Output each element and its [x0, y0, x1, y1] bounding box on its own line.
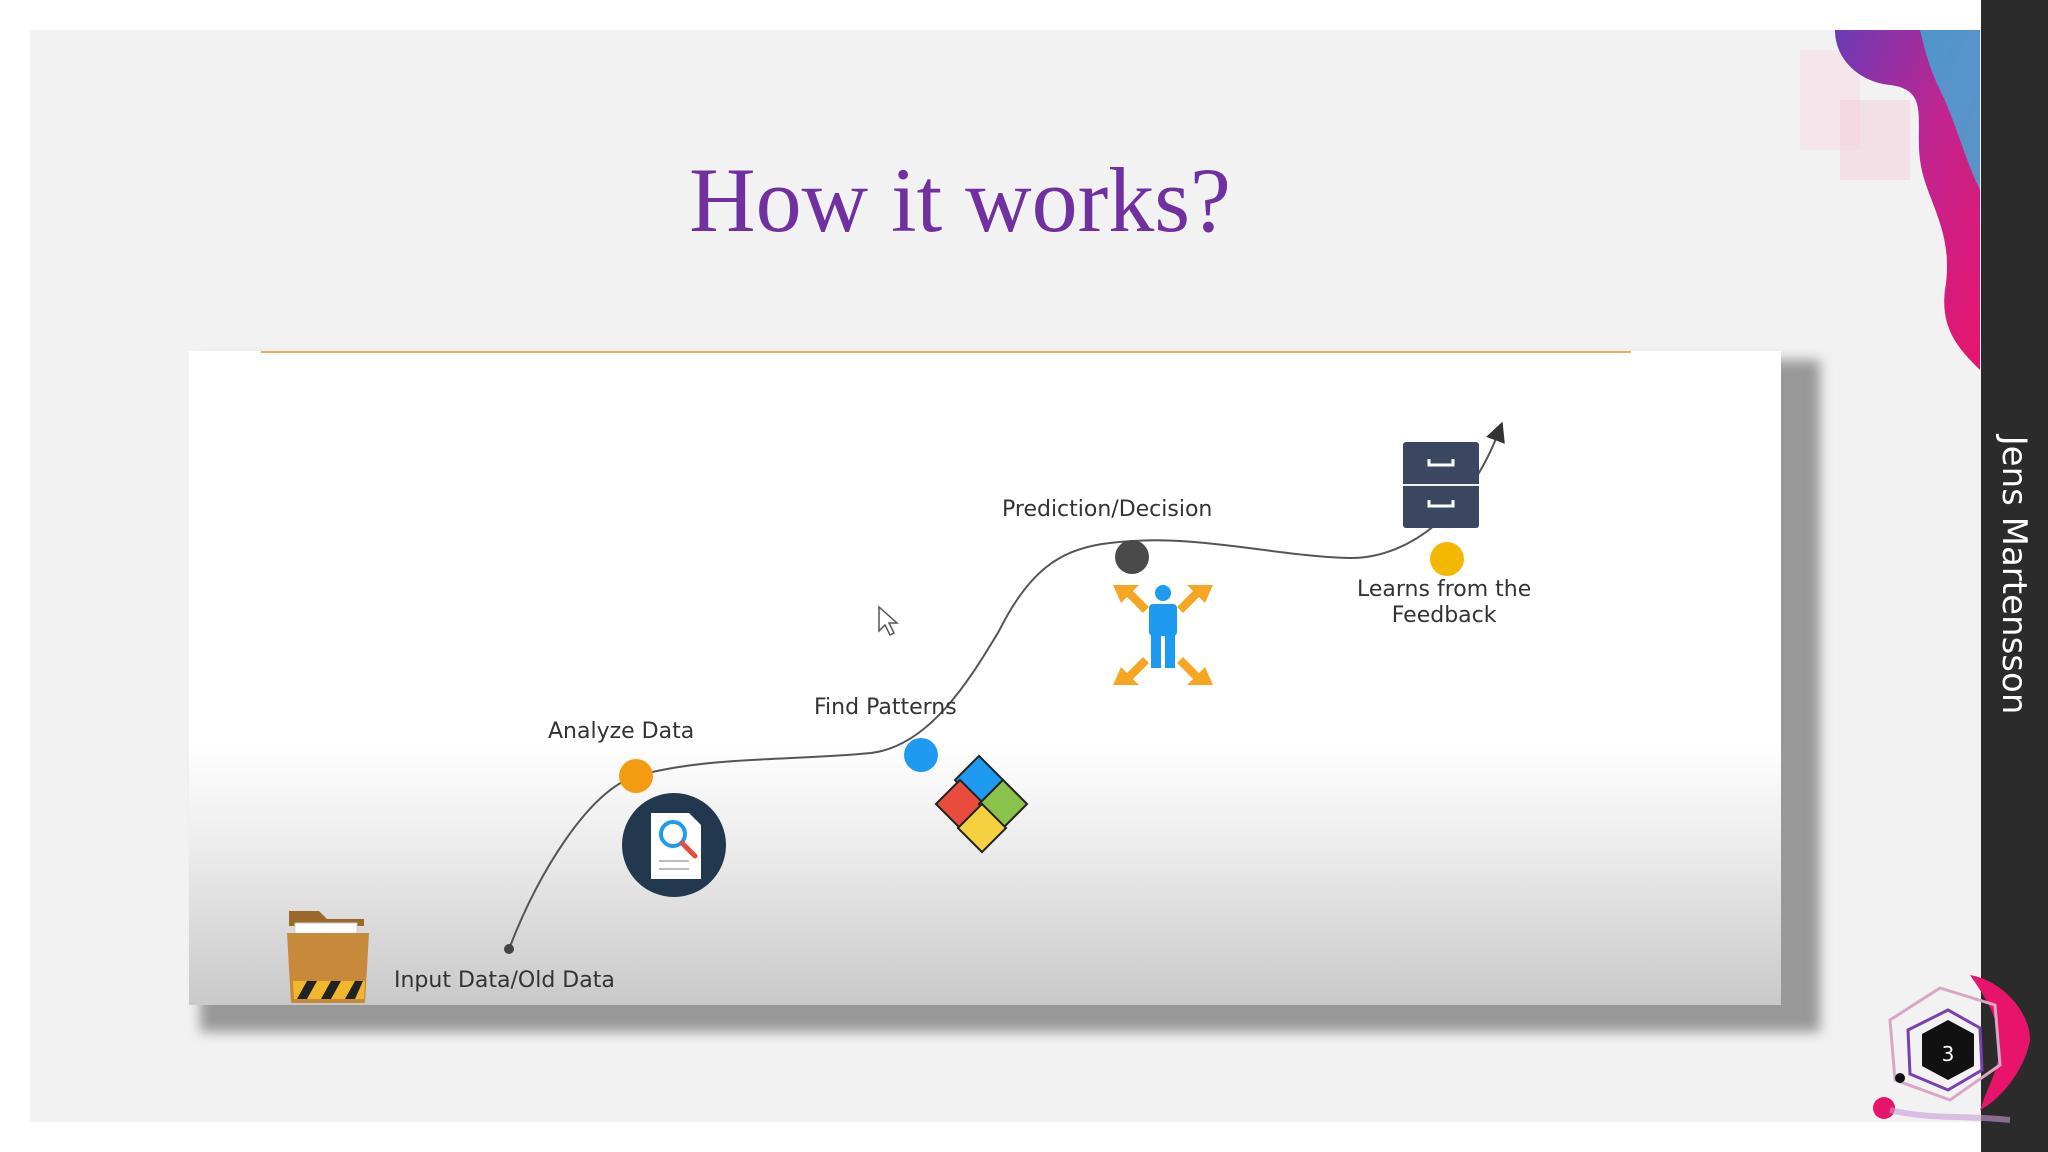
stage-label-input: Input Data/Old Data: [394, 968, 615, 993]
start-dot: [504, 944, 514, 954]
document-search-icon: [622, 793, 726, 897]
stage-label-analyze: Analyze Data: [548, 719, 694, 744]
stage-label-feedback-line2: Feedback: [1357, 603, 1531, 629]
folder-icon: [287, 911, 369, 1003]
stage-label-patterns: Find Patterns: [814, 695, 957, 720]
stage-label-feedback-line1: Learns from the: [1357, 577, 1531, 603]
stage-dot-feedback: [1430, 542, 1464, 576]
slide-title: How it works?: [680, 150, 1240, 251]
mouse-cursor-icon: [879, 607, 897, 635]
page-number: 3: [1942, 1042, 1955, 1066]
stage-label-prediction: Prediction/Decision: [1002, 497, 1212, 522]
page-number-badge: [1870, 970, 2040, 1130]
author-name: Jens Martensson: [1994, 436, 2034, 715]
file-cabinet-icon: [1403, 442, 1479, 528]
decorative-wave-graphic: [1780, 30, 1980, 390]
stage-label-feedback: Learns from the Feedback: [1357, 577, 1531, 629]
stage-dot-prediction: [1115, 540, 1149, 574]
stage-dot-patterns: [904, 738, 938, 772]
diagram-panel: Input Data/Old Data Analyze Data Find Pa…: [189, 351, 1781, 1005]
ml-process-diagram: [189, 351, 1781, 1005]
stage-dot-analyze: [619, 759, 653, 793]
puzzle-icon: [936, 756, 1027, 852]
person-arrows-icon: [1104, 585, 1213, 691]
